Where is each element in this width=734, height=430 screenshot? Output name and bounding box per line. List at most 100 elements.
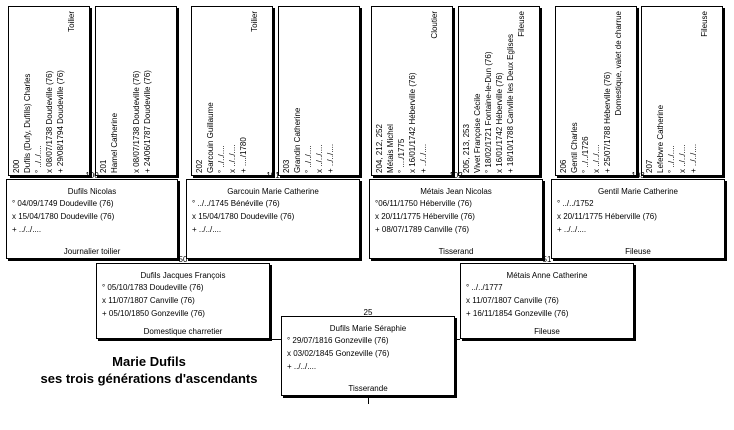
birth-date: ° ../../.... xyxy=(304,145,313,173)
birth-date: ° ../../1777 xyxy=(466,283,503,292)
birth-date: ° ../../1752 xyxy=(557,199,594,208)
marriage-date: x 16/01/1742 Héberville (76) xyxy=(495,72,504,173)
connector-line xyxy=(270,339,281,340)
death-date: + ../../.... xyxy=(419,143,428,173)
person-name: Grandin Catherine xyxy=(293,107,302,173)
birth-date: ° 18/02/1721 Fontaine-le-Dun (76) xyxy=(484,51,493,174)
occupation: Domestique charretier xyxy=(143,327,223,336)
person-number: 205, 213, 253 xyxy=(462,124,471,173)
marriage-date: x 08/07/1738 Doudeville (76) xyxy=(132,70,141,173)
occupation: Fileuse xyxy=(517,11,526,37)
person-box-203: 203 Grandin Catherine ° ../../.... x ../… xyxy=(278,6,360,176)
person-name: Dufils Nicolas xyxy=(67,187,117,196)
person-box-25: 25 Dufils Marie Séraphie ° 29/07/1816 Go… xyxy=(281,308,455,396)
person-number: 51 xyxy=(542,255,552,264)
marriage-date: x ../../.... xyxy=(592,144,601,173)
marriage-date: x 20/11/1775 Héberville (76) xyxy=(375,212,475,221)
death-date: + ../../.... xyxy=(326,143,335,173)
occupation: Toilier xyxy=(250,11,259,32)
marriage-date: x 20/11/1775 Héberville (76) xyxy=(557,212,657,221)
person-name: Gentil Marie Catherine xyxy=(597,187,679,196)
person-number: 25 xyxy=(363,308,373,317)
person-name: Métais Jean Nicolas xyxy=(420,187,492,196)
person-number: 204, 212, 252 xyxy=(375,124,384,173)
person-box-206: 206 Gentil Charles ° ../../1726 x ../../… xyxy=(555,6,637,176)
death-date: + ../../.... xyxy=(287,362,317,371)
occupation: Journalier toilier xyxy=(63,247,121,256)
marriage-date: x 15/04/1780 Doudeville (76) xyxy=(12,212,115,221)
person-name: Garcouin Guillaume xyxy=(206,102,215,173)
death-date: + ../../.... xyxy=(689,143,698,173)
occupation: Domestique, valet de charrue xyxy=(614,11,623,116)
person-number: 102 xyxy=(449,171,463,180)
person-name: Dufils Marie Séraphie xyxy=(329,324,407,333)
death-date: + ../../.... xyxy=(557,225,587,234)
occupation: Tisserande xyxy=(348,384,388,393)
death-date: + 08/07/1789 Canville (76) xyxy=(375,225,470,234)
occupation: Fileuse xyxy=(700,11,709,37)
death-date: + 24/06/1787 Doudeville (76) xyxy=(143,70,152,173)
person-box-100: 100 Dufils Nicolas ° 04/09/1749 Doudevil… xyxy=(6,171,178,259)
marriage-date: x ../../.... xyxy=(315,144,324,173)
person-name: Gentil Charles xyxy=(570,122,579,173)
birth-date: ° ..../1775 xyxy=(397,138,406,173)
death-date: + 16/11/1854 Gonzeville (76) xyxy=(466,309,569,318)
death-date: + ../../.... xyxy=(12,225,42,234)
person-name: Lefebvre Catherine xyxy=(656,104,665,173)
occupation: Fileuse xyxy=(534,327,560,336)
death-date: + 05/10/1850 Gonzeville (76) xyxy=(102,309,205,318)
birth-date: ° ../../1745 Bénéville (76) xyxy=(192,199,280,208)
person-name: Garcouin Marie Catherine xyxy=(227,187,319,196)
birth-date: ° ../../.... xyxy=(34,145,43,173)
person-box-50: 50 Dufils Jacques François ° 05/10/1783 … xyxy=(96,255,270,339)
marriage-date: x ../../.... xyxy=(678,144,687,173)
death-date: + 29/08/1794 Doudeville (76) xyxy=(56,70,65,173)
person-box-51: 51 Métais Anne Catherine ° ../../1777 x … xyxy=(460,255,634,339)
person-box-101: 101 Garcouin Marie Catherine ° ../../174… xyxy=(186,171,360,259)
person-box-205: 205, 213, 253 Vivet Françoise Cécile ° 1… xyxy=(458,6,540,176)
chart-heading: Marie Dufils ses trois générations d'asc… xyxy=(24,353,274,387)
death-date: + 18/10/1788 Canville les Deux Eglises xyxy=(506,34,515,173)
person-name: Métais Michel xyxy=(386,124,395,173)
birth-date: ° 05/10/1783 Doudeville (76) xyxy=(102,283,204,292)
marriage-date: x 16/01/1742 Héberville (76) xyxy=(408,72,417,173)
person-box-102: 102 Métais Jean Nicolas °06/11/1750 Hébe… xyxy=(369,171,543,259)
marriage-date: x 08/07/1738 Doudeville (76) xyxy=(45,70,54,173)
death-date: + ..../1780 xyxy=(239,137,248,173)
person-number: 103 xyxy=(631,171,645,180)
birth-date: ° ../../.... xyxy=(217,145,226,173)
person-box-201: 201 Hamel Catherine x 08/07/1738 Doudevi… xyxy=(95,6,177,176)
marriage-date: x 03/02/1845 Gonzeville (76) xyxy=(287,349,390,358)
person-name: Vivet Françoise Cécile xyxy=(473,93,482,173)
birth-date: ° 29/07/1816 Gonzeville (76) xyxy=(287,336,389,345)
marriage-date: x 15/04/1780 Doudeville (76) xyxy=(192,212,295,221)
person-name: Dufils (Dufy, Dufills) Charles xyxy=(23,73,32,173)
person-number: 101 xyxy=(266,171,280,180)
person-number: 100 xyxy=(85,171,99,180)
heading-line-1: Marie Dufils xyxy=(112,354,186,369)
death-date: + ../../.... xyxy=(192,225,222,234)
birth-date: ° ../../.... xyxy=(667,145,676,173)
person-name: Hamel Catherine xyxy=(110,112,119,173)
person-number: 50 xyxy=(178,255,188,264)
heading-line-2: ses trois générations d'ascendants xyxy=(40,371,258,386)
person-name: Dufils Jacques François xyxy=(140,271,226,280)
person-box-200: 200 Dufils (Dufy, Dufills) Charles ° ../… xyxy=(8,6,90,176)
birth-date: °06/11/1750 Héberville (76) xyxy=(375,199,472,208)
person-name: Métais Anne Catherine xyxy=(506,271,588,280)
occupation: Tisserand xyxy=(438,247,474,256)
occupation: Cloutier xyxy=(430,11,439,39)
person-box-207: 207 Lefebvre Catherine ° ../../.... x ..… xyxy=(641,6,723,176)
occupation: Toilier xyxy=(67,11,76,32)
birth-date: ° 04/09/1749 Doudeville (76) xyxy=(12,199,114,208)
connector-line xyxy=(455,339,460,340)
death-date: + 25/07/1788 Héberville (76) xyxy=(603,71,612,173)
occupation: Fileuse xyxy=(625,247,651,256)
person-box-103: 103 Gentil Marie Catherine ° ../../1752 … xyxy=(551,171,725,259)
marriage-date: x 11/07/1807 Canville (76) xyxy=(466,296,559,305)
person-box-204: 204, 212, 252 Métais Michel ° ..../1775 … xyxy=(371,6,453,176)
birth-date: ° ../../1726 xyxy=(581,136,590,173)
marriage-date: x ../../.... xyxy=(228,144,237,173)
person-box-202: 202 Garcouin Guillaume ° ../../.... x ..… xyxy=(191,6,273,176)
marriage-date: x 11/07/1807 Canville (76) xyxy=(102,296,195,305)
